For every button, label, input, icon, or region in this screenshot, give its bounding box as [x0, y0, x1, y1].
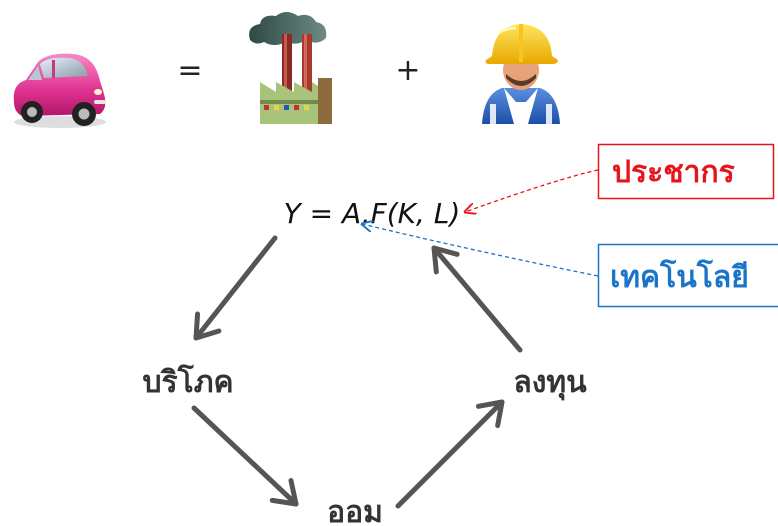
consume-label: บริโภค: [142, 363, 233, 400]
worker-icon: [482, 24, 560, 124]
technology-label: เทคโนโลยี: [610, 258, 749, 295]
technology-box: [597, 243, 778, 308]
population-box: [597, 143, 775, 200]
arrow-save-to-invest: [395, 399, 505, 509]
save-label: ออม: [327, 495, 383, 526]
technology-callout: เทคโนโลยี: [597, 243, 778, 308]
arrow-output-to-consume: [193, 235, 278, 341]
equals-sign: =: [177, 53, 202, 88]
arrow-invest-to-output: [431, 245, 523, 353]
technology-connector: [362, 224, 599, 277]
population-callout: ประชากร: [597, 143, 775, 200]
plus-sign: +: [395, 53, 420, 88]
factory-icon: [249, 12, 332, 124]
cycle-arrows: [191, 235, 523, 509]
population-label: ประชากร: [612, 155, 735, 190]
production-function: Y = A.F(K, L): [284, 197, 461, 230]
car-icon: [13, 53, 106, 128]
population-connector: [465, 169, 599, 212]
arrow-consume-to-save: [191, 405, 299, 507]
invest-label: ลงทุน: [513, 365, 587, 401]
